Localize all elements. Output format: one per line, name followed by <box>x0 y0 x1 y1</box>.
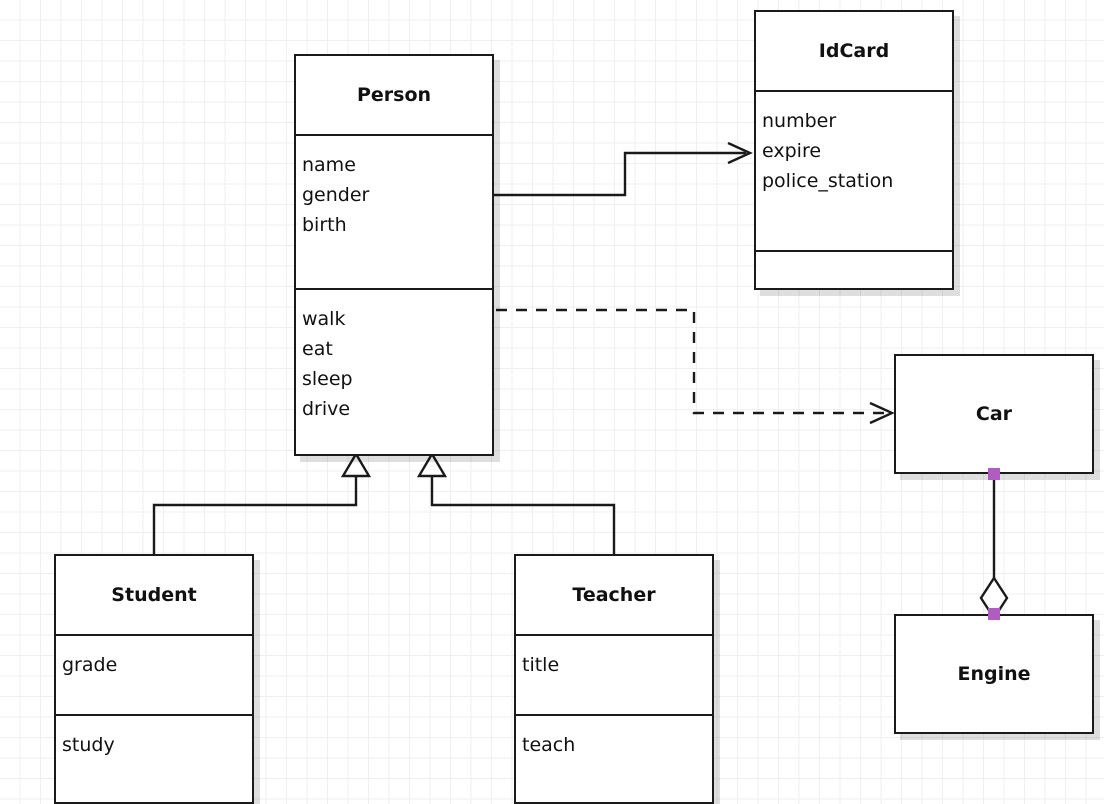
class-idcard-attributes-compartment: number expire police_station <box>756 90 952 250</box>
class-student[interactable]: Student grade study <box>54 554 254 804</box>
class-student-operations-compartment: study <box>56 714 252 804</box>
class-person-operation: drive <box>302 398 351 420</box>
class-car-name: Car <box>975 403 1013 425</box>
class-idcard-attribute: number <box>762 110 837 132</box>
class-person-operations-compartment: walk eat sleep drive <box>296 288 492 454</box>
hollow-triangle-head <box>416 451 448 478</box>
edge-person-idcard[interactable] <box>494 141 753 197</box>
class-engine-title-compartment: Engine <box>896 616 1092 732</box>
class-idcard[interactable]: IdCard number expire police_station <box>754 10 954 290</box>
class-person[interactable]: Person name gender birth walk eat sleep … <box>294 54 494 456</box>
open-arrow-head <box>727 141 753 165</box>
class-person-name: Person <box>356 84 432 106</box>
class-person-title-compartment: Person <box>296 56 492 134</box>
class-teacher-title-compartment: Teacher <box>516 556 712 634</box>
class-person-attribute: birth <box>302 214 347 236</box>
class-idcard-operations-compartment <box>756 250 952 288</box>
edge-person-car[interactable] <box>496 308 895 425</box>
class-student-operation: study <box>62 734 115 756</box>
edge-handle-engine-end[interactable] <box>988 608 1000 620</box>
edge-student-person[interactable] <box>152 451 372 554</box>
class-person-attribute: name <box>302 154 356 176</box>
class-idcard-title-compartment: IdCard <box>756 12 952 90</box>
class-person-attribute: gender <box>302 184 370 206</box>
class-idcard-attribute: expire <box>762 140 822 162</box>
class-teacher-attributes-compartment: title <box>516 634 712 714</box>
open-arrow-head <box>869 401 895 425</box>
class-student-attributes-compartment: grade <box>56 634 252 714</box>
class-idcard-name: IdCard <box>818 40 890 62</box>
class-car-title-compartment: Car <box>896 356 1092 472</box>
class-teacher-operations-compartment: teach <box>516 714 712 804</box>
class-student-attribute: grade <box>62 654 118 676</box>
class-teacher-attribute: title <box>522 654 560 676</box>
class-teacher-operation: teach <box>522 734 576 756</box>
class-person-operation: walk <box>302 308 346 330</box>
class-student-name: Student <box>111 584 197 606</box>
class-teacher-name: Teacher <box>572 584 656 606</box>
class-person-attributes-compartment: name gender birth <box>296 134 492 288</box>
class-person-operation: eat <box>302 338 333 360</box>
edge-car-engine[interactable] <box>979 474 1009 621</box>
class-engine-name: Engine <box>957 663 1031 685</box>
class-person-operation: sleep <box>302 368 353 390</box>
class-student-title-compartment: Student <box>56 556 252 634</box>
hollow-triangle-head <box>340 451 372 478</box>
class-car[interactable]: Car <box>894 354 1094 474</box>
class-teacher[interactable]: Teacher title teach <box>514 554 714 804</box>
class-engine[interactable]: Engine <box>894 614 1094 734</box>
class-idcard-attribute: police_station <box>762 170 894 192</box>
edge-teacher-person[interactable] <box>416 451 616 554</box>
edge-handle-car-end[interactable] <box>988 468 1000 480</box>
